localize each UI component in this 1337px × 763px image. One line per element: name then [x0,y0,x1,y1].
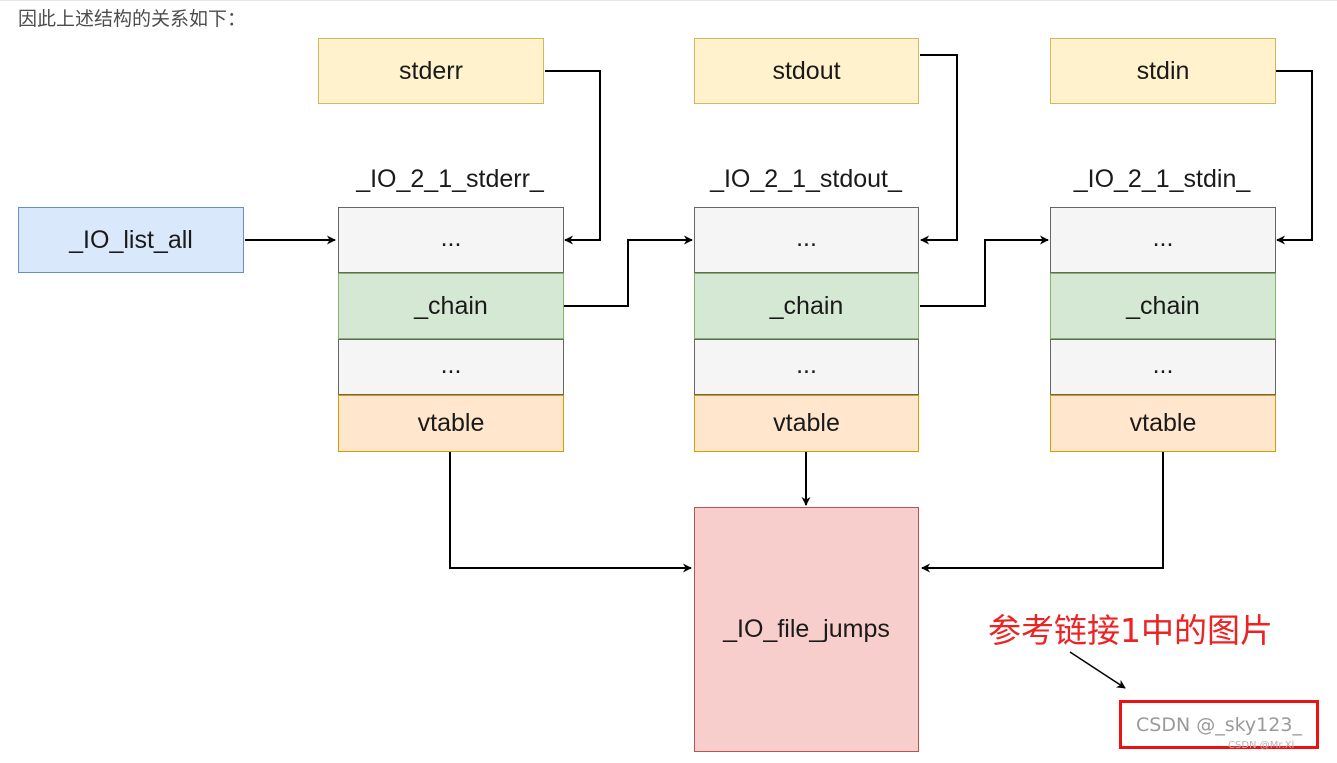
arrow-chain-stderr-to-stdout [564,235,693,307]
top-divider [0,0,1337,1]
arrow-stdout-label [920,54,958,245]
watermark-highlight-frame [1119,700,1319,749]
arrow-stderr-label [545,70,601,245]
arrow-chain-stdout-to-stdin [920,235,1049,307]
struct-title-stdout: _IO_2_1_stdout_ [710,165,902,193]
chain-label: _chain [1126,291,1200,320]
arrow-stdin-label [1276,70,1313,245]
intro-text: 因此上述结构的关系如下： [18,8,247,30]
field-label: ... [1152,223,1174,252]
field-label: ... [796,350,817,379]
chain-label: _chain [769,291,844,320]
arrow-vtable-stderr [449,452,692,573]
field-label: ... [440,350,462,379]
vtable-cell: vtable [338,395,564,452]
stdout-label: stdout [772,56,841,85]
field-label: ... [1152,350,1174,379]
io-file-jumps-label: _IO_file_jumps [723,615,890,643]
reference-annotation: 参考链接1中的图片 [988,611,1273,650]
stderr-label: stderr [399,56,463,85]
field-label: ... [796,223,817,252]
stdin-label: stdin [1136,56,1190,85]
io-list-all-box: _IO_list_all [18,207,244,273]
stdin-box: stdin [1050,38,1276,104]
field-cell: ... [1050,339,1276,395]
vtable-label: vtable [1129,409,1197,437]
io-file-jumps-box: _IO_file_jumps [694,507,919,752]
field-cell: ... [338,207,564,273]
struct-title-stderr: _IO_2_1_stderr_ [356,165,544,193]
field-label: ... [440,223,462,252]
watermark: CSDN @_sky123_ [1136,714,1302,736]
watermark-small: CSDN @Mr.Xl [1228,740,1295,751]
stdout-box: stdout [694,38,919,104]
field-cell: ... [1050,207,1276,273]
vtable-label: vtable [417,409,485,437]
vtable-cell: vtable [694,395,919,452]
annotation-pointer-arrow [1069,651,1126,689]
arrow-vtable-stdin [921,452,1164,573]
chain-label: _chain [414,291,488,320]
struct-title-stdin: _IO_2_1_stdin_ [1073,165,1251,193]
chain-cell: _chain [694,273,919,339]
vtable-label: vtable [773,409,840,437]
field-cell: ... [694,339,919,395]
vtable-cell: vtable [1050,395,1276,452]
stderr-box: stderr [318,38,544,104]
chain-cell: _chain [1050,273,1276,339]
io-list-all-label: _IO_list_all [69,225,193,254]
field-cell: ... [694,207,919,273]
chain-cell: _chain [338,273,564,339]
field-cell: ... [338,339,564,395]
